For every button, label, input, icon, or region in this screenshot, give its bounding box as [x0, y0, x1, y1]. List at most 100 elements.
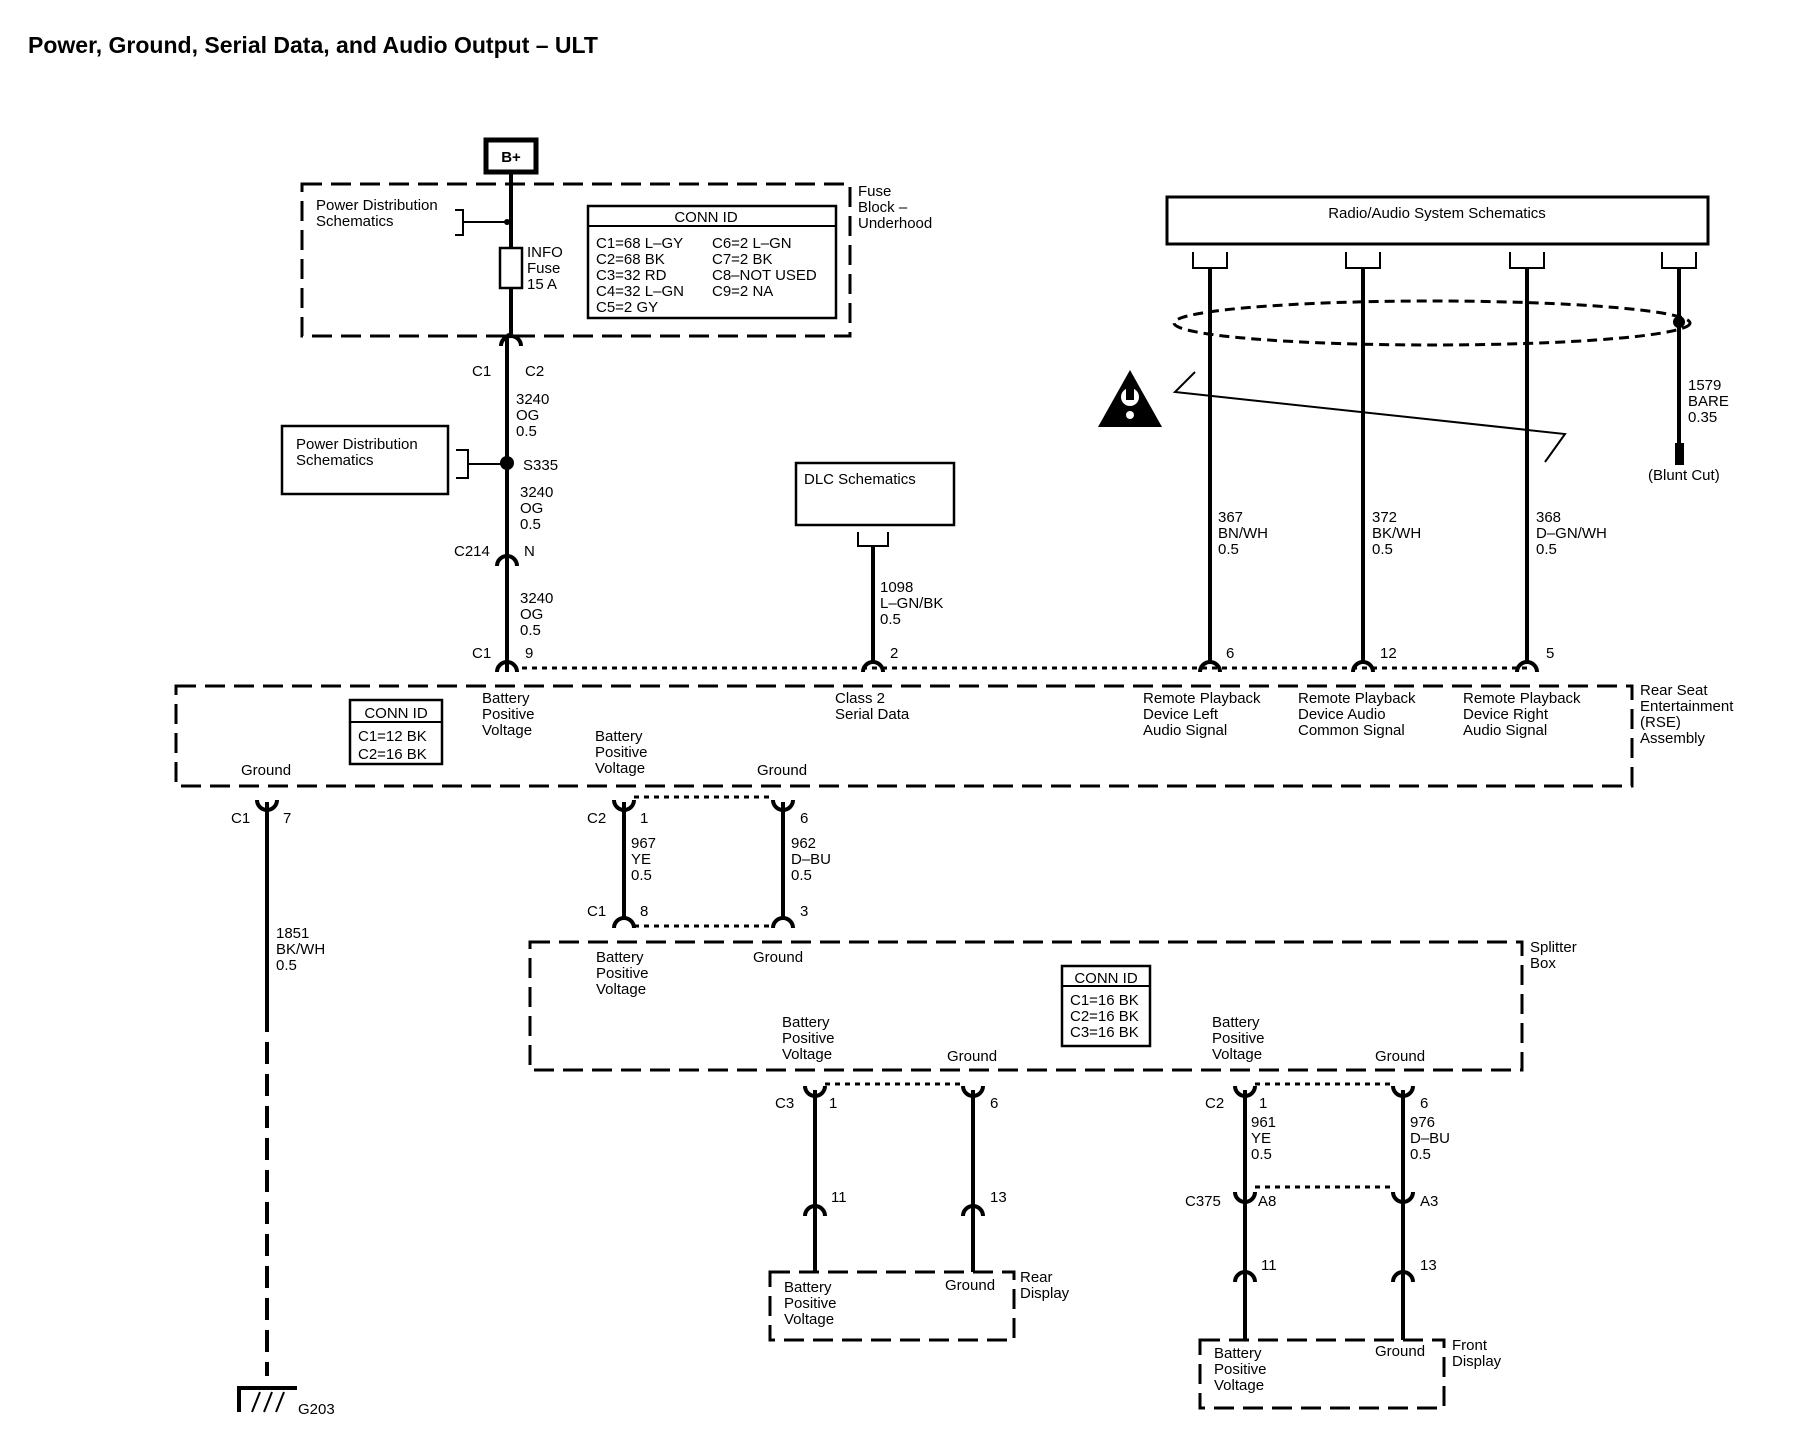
rse-c2-label: C2 [587, 810, 606, 827]
conn-id-entry: C8–NOT USED [712, 267, 817, 284]
splitter-c2-label: C2 [1205, 1095, 1224, 1112]
splitter-c2-pin6: 6 [1420, 1095, 1428, 1112]
rse-ground-c1: C1 [231, 810, 250, 827]
rse-c1-label: C1 [472, 645, 491, 662]
svg-text:C2=16 BK: C2=16 BK [1070, 1008, 1139, 1025]
splitter-c2-pin1: 1 [1259, 1095, 1267, 1112]
svg-text:C1=16 BK: C1=16 BK [1070, 992, 1139, 1009]
conn-id-title: CONN ID [674, 209, 738, 226]
splitter-out-c2-ground: Ground [1375, 1048, 1425, 1065]
dlc-label: DLC Schematics [804, 471, 916, 488]
svg-text:C3=16 BK: C3=16 BK [1070, 1024, 1139, 1041]
splitter-c1-gnd-pin: 3 [800, 903, 808, 920]
svg-text:CONN ID: CONN ID [1074, 970, 1138, 987]
c375-label: C375 [1185, 1193, 1221, 1210]
rse-conn-id [348, 698, 444, 766]
info-fuse [498, 246, 524, 290]
rear-pin-bpv: 11 [831, 1189, 847, 1206]
fuse-block-conn-id [586, 204, 838, 320]
bplus-label: B+ [501, 149, 521, 166]
splitter-conn-id [1060, 964, 1152, 1048]
splitter-c3-label: C3 [775, 1095, 794, 1112]
twist-symbol [1172, 371, 1567, 463]
diagram-title: Power, Ground, Serial Data, and Audio Ou… [28, 32, 598, 58]
blunt-cut: (Blunt Cut) [1648, 467, 1720, 484]
rse-c2-pin-gnd: 6 [800, 810, 808, 827]
radio-schematics-box [1165, 195, 1710, 246]
caution-icon [1098, 370, 1162, 427]
ground-g203-icon: G203 [237, 1386, 335, 1418]
radio-connectors [1192, 252, 1697, 269]
splice-pd-ref-box [280, 424, 450, 496]
c214-pin: N [524, 543, 535, 560]
splitter-c3-pin6: 6 [990, 1095, 998, 1112]
splitter-c1-label: C1 [587, 903, 606, 920]
c375-pin-a3: A3 [1420, 1193, 1438, 1210]
rear-display-outline [768, 1270, 1016, 1342]
c375-pin-a8: A8 [1258, 1193, 1276, 1210]
conn-id-entry: C2=68 BK [596, 251, 665, 268]
fuse-c1: C1 [472, 363, 491, 380]
splitter-in-ground: Ground [753, 949, 803, 966]
audio-common-pin: 12 [1380, 645, 1397, 662]
conn-id-entry: C3=32 RD [596, 267, 667, 284]
rse-c2-ground-label: Ground [757, 762, 807, 779]
conn-id-entry: C6=2 L–GN [712, 235, 792, 252]
dlc-pin: 2 [890, 645, 898, 662]
rse-ground-pin: 7 [283, 810, 291, 827]
conn-id-entry: C1=68 L–GY [596, 235, 683, 252]
shield-ellipse [1172, 299, 1692, 347]
rear-ground: Ground [945, 1277, 995, 1294]
c214-label: C214 [454, 543, 490, 560]
front-display-outline [1198, 1338, 1446, 1410]
splice-label: S335 [523, 457, 558, 474]
audio-right-pin: 5 [1546, 645, 1554, 662]
dlc-box [794, 461, 956, 527]
rse-ground-label: Ground [241, 762, 291, 779]
rse-c1-pin: 9 [525, 645, 533, 662]
rse-c2-pin-bpv: 1 [640, 810, 648, 827]
front-pin-bpv: 11 [1261, 1257, 1277, 1274]
fuse-c2: C2 [525, 363, 544, 380]
conn-id-entry: C5=2 GY [596, 299, 658, 316]
splitter-out-c3-ground: Ground [947, 1048, 997, 1065]
fuse-block-outline [300, 182, 852, 338]
splitter-c3-pin1: 1 [829, 1095, 837, 1112]
splitter-box-outline [528, 940, 1524, 1072]
g203-label: G203 [298, 1401, 335, 1418]
svg-text:C2=16 BK: C2=16 BK [358, 746, 427, 763]
conn-id-entry: C7=2 BK [712, 251, 772, 268]
front-ground: Ground [1375, 1343, 1425, 1360]
